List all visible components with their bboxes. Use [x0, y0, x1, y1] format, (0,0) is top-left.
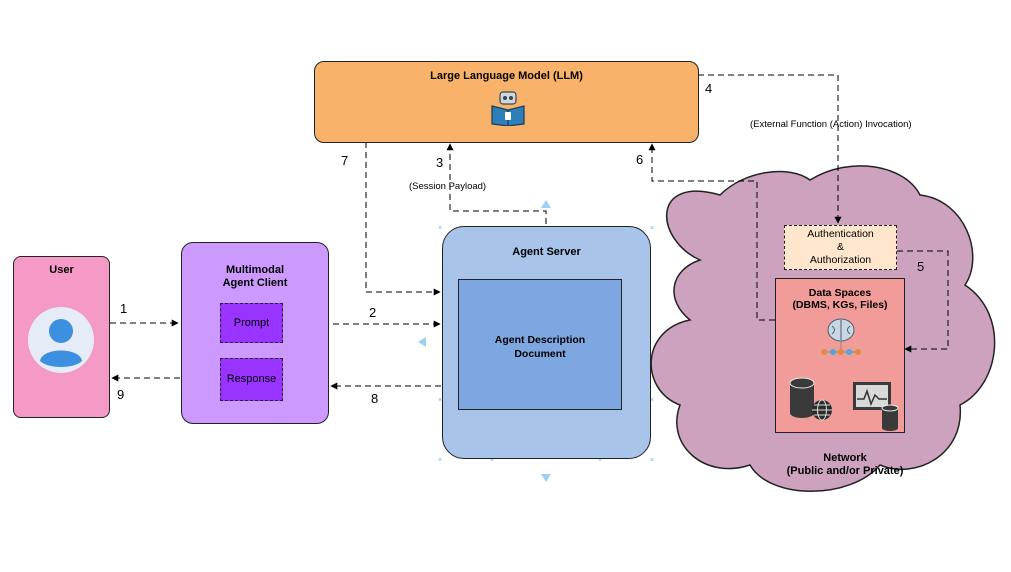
- step-1-label: 1: [120, 301, 128, 316]
- user-box[interactable]: User: [13, 256, 110, 418]
- network-title-line1: Network: [823, 452, 867, 464]
- data-spaces-line1: Data Spaces: [808, 287, 872, 299]
- llm-title: Large Language Model (LLM): [430, 70, 583, 82]
- client-title-line1: Multimodal: [225, 264, 285, 276]
- agent-description-document[interactable]: Agent Description Document: [458, 279, 622, 410]
- arrow-step-7: [365, 142, 441, 296]
- arrow-step-6: [648, 143, 775, 321]
- step-5-label: 5: [917, 259, 925, 274]
- step-3-label: 3: [436, 155, 444, 170]
- svg-text:×: ×: [650, 225, 654, 232]
- data-spaces-box[interactable]: Data Spaces (DBMS, KGs, Files): [775, 278, 905, 433]
- svg-text:×: ×: [650, 397, 654, 404]
- llm-box[interactable]: Large Language Model (LLM): [314, 61, 699, 143]
- user-title: User: [49, 264, 74, 276]
- network-title-line2: (Public and/or Private): [786, 465, 904, 477]
- auth-line1: Authentication: [807, 228, 874, 240]
- robot-reading-book-icon: [491, 91, 525, 126]
- prompt-label: Prompt: [233, 317, 270, 329]
- client-title-line2: Agent Client: [222, 277, 288, 289]
- auth-line3: Authorization: [809, 254, 872, 266]
- step-2-label: 2: [369, 305, 377, 320]
- external-invocation-label: (External Function (Action) Invocation): [750, 119, 912, 130]
- user-avatar-icon: [28, 307, 94, 373]
- svg-text:×: ×: [490, 457, 494, 464]
- doc-title-line1: Agent Description: [494, 334, 586, 346]
- globe-icon: [812, 399, 832, 421]
- auth-box[interactable]: Authentication & Authorization: [784, 225, 897, 270]
- cylinder-icon: [881, 404, 899, 431]
- agent-client-box[interactable]: Multimodal Agent Client Prompt Response: [181, 242, 329, 424]
- svg-text:×: ×: [598, 457, 602, 464]
- doc-title-line2: Document: [514, 348, 566, 360]
- step-7-label: 7: [341, 153, 349, 168]
- prompt-box[interactable]: Prompt: [220, 303, 283, 343]
- database-icon: [789, 377, 815, 418]
- step-9-label: 9: [117, 387, 125, 402]
- svg-text:×: ×: [650, 457, 654, 464]
- arrow-step-3: [446, 143, 547, 224]
- response-box[interactable]: Response: [220, 358, 283, 401]
- response-label: Response: [226, 373, 277, 385]
- step-4-label: 4: [705, 81, 713, 96]
- auth-line2: &: [836, 241, 844, 253]
- brain-network-icon: [821, 318, 861, 355]
- agent-server-box[interactable]: Agent Server Agent Description Document: [442, 226, 651, 459]
- step-6-label: 6: [636, 152, 644, 167]
- session-payload-label: (Session Payload): [409, 181, 487, 192]
- data-spaces-line2: (DBMS, KGs, Files): [792, 299, 888, 311]
- step-8-label: 8: [371, 391, 379, 406]
- arrow-step-5: [897, 250, 949, 353]
- svg-text:×: ×: [438, 457, 442, 464]
- server-title: Agent Server: [512, 246, 581, 258]
- svg-text:×: ×: [438, 225, 442, 232]
- svg-text:×: ×: [438, 397, 442, 404]
- arrow-step-4: [698, 74, 842, 224]
